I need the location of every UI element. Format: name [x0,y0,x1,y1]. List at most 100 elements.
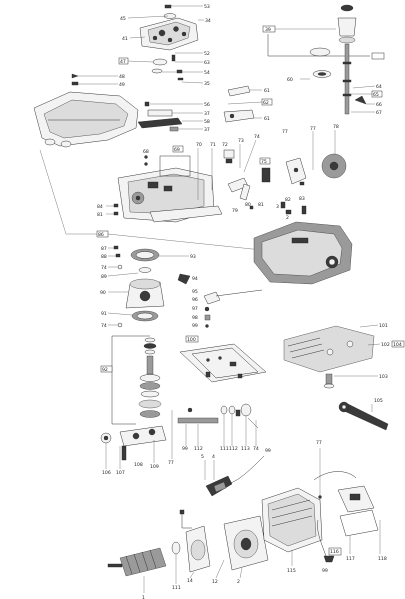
assembly-line-86b [107,233,263,251]
label-90: 90 [100,290,106,296]
label-101: 101 [379,323,388,329]
label-64: 64 [376,84,382,90]
switch-parts: 72 73 74 75 77 77 78 79 80 81 3 82 83 2 [222,124,347,221]
label-97: 97 [192,306,198,312]
base-plate: 101 102 104 103 [283,323,405,389]
label-98: 98 [192,315,198,321]
label-69: 69 [174,147,180,153]
label-39: 39 [265,27,271,33]
label-67: 67 [376,110,382,116]
callout-box-42 [371,52,385,60]
circuit-board-100: 100 [179,335,267,383]
label-81: 81 [97,212,103,218]
callout-box-116 [328,547,342,556]
label-95: 95 [192,289,198,295]
label-99c: 99 [322,568,328,574]
label-81b: 81 [258,202,264,208]
label-53: 53 [204,4,210,10]
slider-parts: 56 37 58 37 [137,101,210,133]
bearing-stack: 87 88 74 93 89 94 90 91 74 [100,245,198,329]
gearbox-chassis: 69 [113,145,223,223]
label-112: 112 [194,446,203,452]
label-34a: 34 [205,18,211,24]
wrench-tool: 105 [338,398,389,431]
top-cover-assembly [139,4,199,81]
label-37: 37 [204,127,210,133]
top-labels: 53 45 34 41 52 63 47 54 35 48 49 [71,4,211,88]
label-9: 99 [182,446,188,452]
callout-box-92 [100,365,113,373]
spindle-labels: 60 64 65 66 67 [287,77,383,116]
label-4: 4 [212,454,215,460]
label-76: 77 [282,129,288,135]
label-65: 65 [373,92,379,98]
label-108: 108 [134,462,143,468]
label-63: 63 [204,60,210,66]
label-66: 66 [376,102,382,108]
label-12: 12 [212,579,218,585]
label-107: 107 [116,470,125,476]
label-80: 80 [245,202,251,208]
label-79: 79 [232,208,238,214]
label-112b: 112 [229,446,238,452]
label-106: 106 [102,470,111,476]
label-47: 47 [120,59,126,65]
label-2a: 2 [286,215,289,221]
label-109: 109 [150,464,159,470]
label-68: 68 [143,149,149,155]
label-82: 82 [285,197,291,203]
label-93: 93 [190,254,196,260]
label-91: 91 [101,311,107,317]
label-61b: 61 [264,116,270,122]
label-77a: 77 [310,126,316,132]
label-99b: 99 [265,448,271,454]
callout-box-69 [172,145,184,153]
label-77b: 77 [168,460,174,466]
label-104: 104 [393,342,402,348]
label-60: 60 [287,77,293,83]
label-115: 115 [287,568,296,574]
label-96: 96 [192,297,198,303]
label-86: 86 [98,232,104,238]
electronics-housing: 115 77 116 116 117 118 99 [261,440,387,574]
label-116-text: 116 [330,549,339,555]
spindle-assembly: 39 [262,4,385,115]
label-56: 56 [204,102,210,108]
label-84: 84 [97,204,103,210]
label-94: 94 [192,276,198,282]
label-111a: 111 [220,446,229,452]
motor-housing [253,221,353,285]
label-75: 75 [261,159,267,165]
label-45: 45 [120,16,126,22]
label-54: 54 [204,70,210,76]
label-73: 73 [238,138,244,144]
label-74c: 74 [101,323,107,329]
label-72: 72 [222,142,228,148]
label-14: 14 [187,578,193,584]
lever-parts: 95 96 97 98 99 [192,289,263,329]
shaft-assembly [100,403,259,461]
label-1: 1 [142,595,145,599]
label-74b: 74 [101,265,107,271]
label-83: 83 [299,196,305,202]
label-52: 52 [204,51,210,57]
motor-parts: 5 4 99 14 111 12 2 1 [107,448,271,599]
label-70: 70 [196,142,202,148]
label-74a: 74 [254,134,260,140]
label-3: 3 [276,204,279,210]
label-2b: 2 [237,579,240,585]
label-103: 103 [379,374,388,380]
label-71: 71 [210,142,216,148]
label-35: 35 [204,81,210,87]
label-105: 105 [374,398,383,404]
label-113: 113 [241,446,250,452]
main-housing-shell [33,91,139,148]
callout-box-104 [391,340,405,348]
label-100: 100 [187,337,196,343]
assembly-line-86 [39,149,97,235]
callout-box-100 [185,335,199,343]
label-92: 92 [102,367,108,373]
chassis-labels: 68 70 71 84 81 86 [96,142,216,238]
